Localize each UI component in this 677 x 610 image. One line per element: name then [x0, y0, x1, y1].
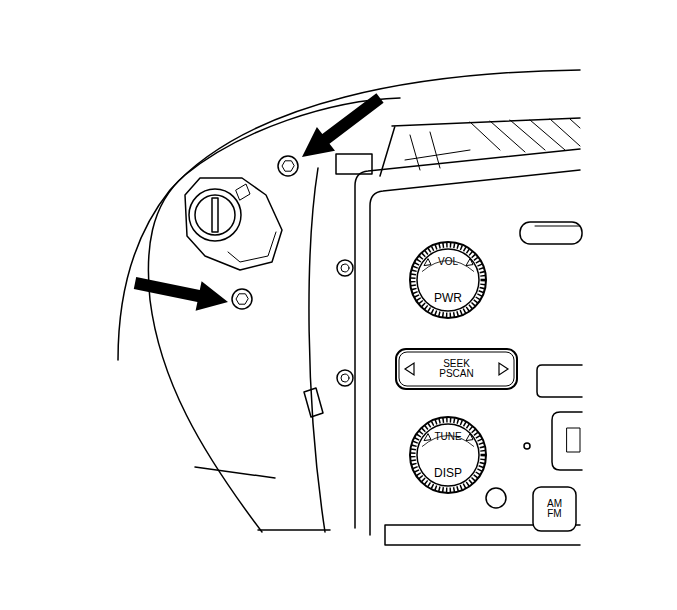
button [486, 488, 506, 508]
knob-label: DISP [434, 467, 462, 480]
knob-label: TUNE [434, 432, 461, 443]
bolt [337, 260, 353, 276]
button-label: AM FM [547, 499, 562, 520]
node-outline [408, 415, 488, 495]
indicator [524, 443, 530, 449]
ignition-cylinder [185, 178, 282, 270]
bezel-edge [309, 168, 325, 532]
panel-line [195, 467, 275, 478]
dash-outline [118, 70, 580, 360]
cassette-slot [520, 222, 582, 244]
bezel-edge [148, 98, 400, 532]
bolt [278, 156, 298, 176]
band-button: AM FM [532, 486, 577, 532]
knob-label: VOL [438, 257, 458, 268]
bolt [337, 370, 353, 386]
pointer-arrow [302, 93, 384, 157]
button [537, 365, 582, 397]
button [552, 412, 582, 470]
node-outline [408, 240, 488, 320]
radio-faceplate [337, 149, 582, 545]
control-knob: VOL PWR [408, 240, 488, 320]
seek-button: SEEK PSCAN [395, 348, 518, 390]
knob-label: PWR [434, 292, 462, 305]
panel-line [258, 529, 330, 531]
bolt [232, 289, 252, 309]
pointer-arrow [134, 277, 228, 311]
control-knob: TUNE DISP [408, 415, 488, 495]
slot [304, 388, 323, 417]
button-label: SEEK PSCAN [439, 359, 473, 380]
